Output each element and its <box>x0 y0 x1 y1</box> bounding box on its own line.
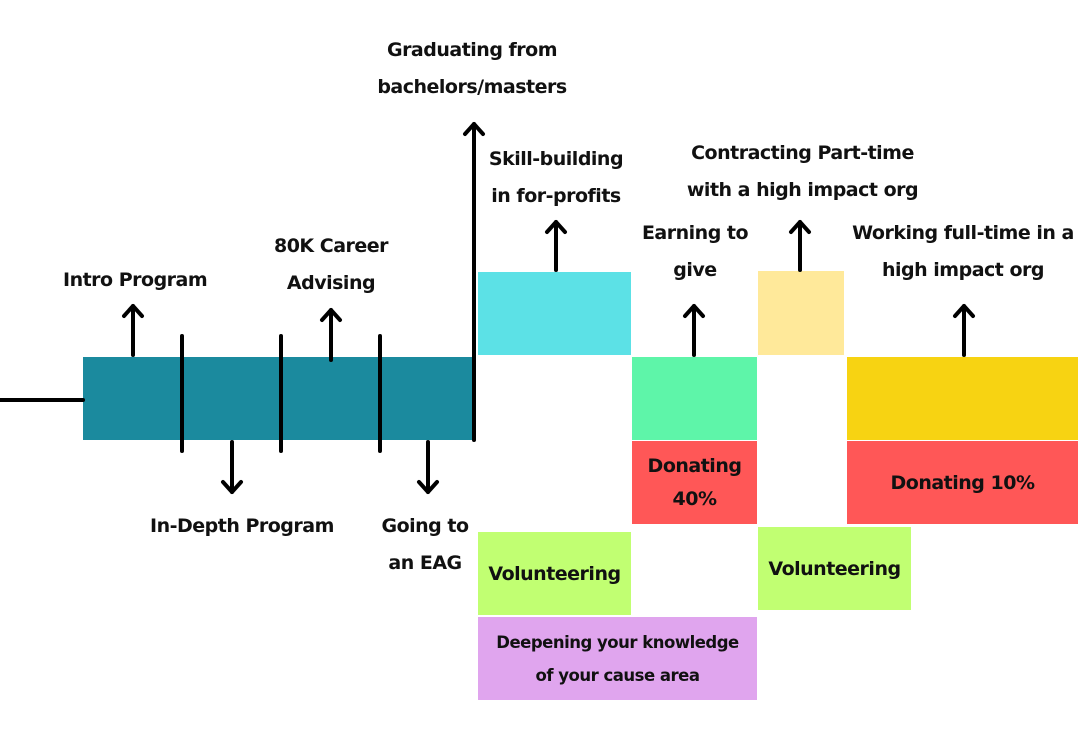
volunteering-block-1: Volunteering <box>478 532 631 615</box>
main-timeline-bar <box>83 357 473 440</box>
arrow-up-icon <box>122 304 144 357</box>
working-full-time-label: Working full-time in a high impact org <box>848 215 1078 289</box>
going-to-eag-label: Going to an EAG <box>370 508 480 582</box>
intro-program-label: Intro Program <box>63 269 208 291</box>
donating-40-line-2: 40% <box>672 487 717 510</box>
donating-40-line-1: Donating <box>647 454 742 477</box>
skill-building-line-1: Skill-building <box>488 148 624 170</box>
going-to-eag-line-2: an EAG <box>388 552 462 574</box>
contracting-line-1: Contracting Part-time <box>691 142 914 164</box>
contracting-label: Contracting Part-time with a high impact… <box>680 135 925 209</box>
arrow-down-icon <box>417 440 439 494</box>
in-depth-program-label: In-Depth Program <box>150 515 334 537</box>
career-advising-label: 80K Career Advising <box>261 228 401 302</box>
earning-to-give-block <box>632 357 757 440</box>
graduating-line-1: Graduating from <box>386 39 558 61</box>
earning-to-give-label: Earning to give <box>630 215 760 289</box>
graduating-line-2: bachelors/masters <box>377 76 567 98</box>
arrow-down-icon <box>221 440 243 494</box>
volunteering-label-2: Volunteering <box>768 557 901 580</box>
going-to-eag-line-1: Going to <box>381 515 469 537</box>
deepening-knowledge-block: Deepening your knowledge of your cause a… <box>478 617 757 700</box>
contracting-block <box>758 271 844 355</box>
donating-10-label: Donating 10% <box>890 471 1036 494</box>
skill-building-line-2: in for-profits <box>491 185 621 207</box>
skill-building-label: Skill-building in for-profits <box>476 141 636 215</box>
working-full-time-block <box>847 357 1078 440</box>
arrow-up-icon <box>320 308 342 362</box>
contracting-line-2: with a high impact org <box>686 179 919 201</box>
donating-10-block: Donating 10% <box>847 441 1078 524</box>
deepening-line-1: Deepening your knowledge <box>496 632 739 652</box>
working-full-time-line-1: Working full-time in a <box>852 222 1074 244</box>
arrow-up-icon <box>545 220 567 272</box>
graduating-label: Graduating from bachelors/masters <box>372 32 572 106</box>
arrow-up-icon <box>953 304 975 357</box>
arrow-up-icon <box>789 220 811 272</box>
arrow-up-icon <box>463 122 485 442</box>
donating-40-block: Donating 40% <box>632 441 757 524</box>
arrow-up-icon <box>683 304 705 357</box>
earning-to-give-line-1: Earning to <box>641 222 749 244</box>
career-advising-line-1: 80K Career <box>273 235 389 257</box>
volunteering-label-1: Volunteering <box>488 562 621 585</box>
career-advising-line-2: Advising <box>286 272 376 294</box>
volunteering-block-2: Volunteering <box>758 527 911 610</box>
working-full-time-line-2: high impact org <box>882 259 1045 281</box>
deepening-line-2: of your cause area <box>535 665 701 685</box>
skill-building-block <box>478 272 631 355</box>
earning-to-give-line-2: give <box>673 259 717 281</box>
